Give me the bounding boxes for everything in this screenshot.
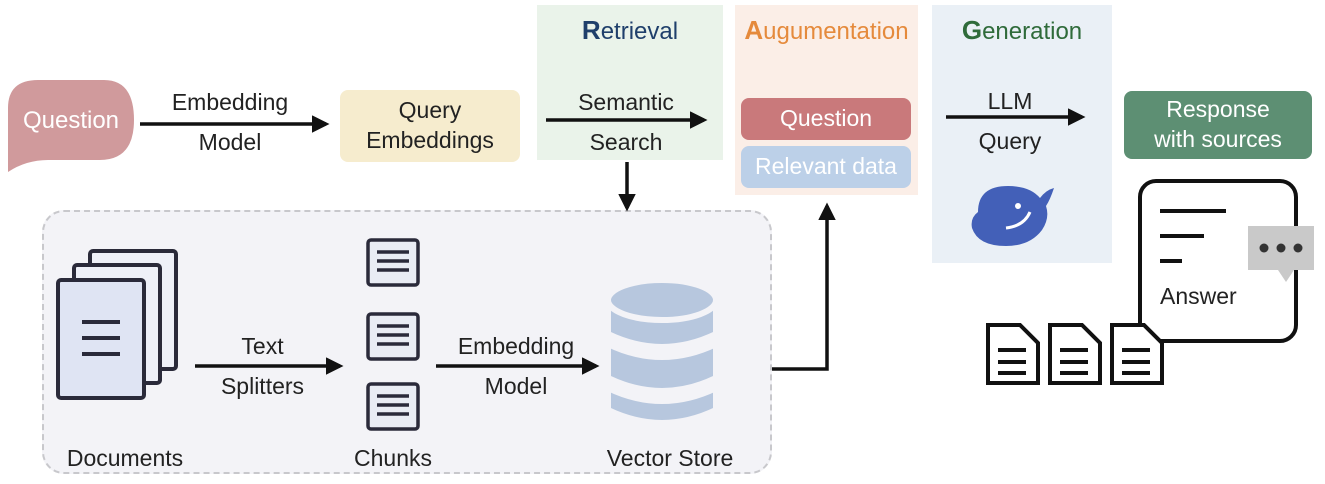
generation-rest: eneration — [982, 18, 1083, 45]
llm-query-label: LLM Query — [940, 87, 1080, 157]
text-splitters-line2: Splitters — [220, 372, 305, 399]
whale-icon — [971, 186, 1054, 246]
embedding-model-bottom-label: Embedding Model — [436, 332, 596, 402]
retrieval-initial: R — [581, 15, 601, 45]
embedding-model-bottom-line2: Model — [484, 372, 548, 399]
documents-stack-icon — [56, 249, 178, 400]
augmentation-initial: A — [744, 15, 764, 45]
embedding-model-top-label: Embedding Model — [150, 88, 310, 158]
llm-query-line2: Query — [978, 127, 1042, 154]
semantic-search-label: Semantic Search — [546, 88, 706, 158]
generation-initial: G — [961, 15, 983, 45]
augmentation-question-box: Question — [741, 98, 911, 140]
vector-store-label: Vector Store — [606, 445, 734, 471]
retrieval-rest: etrieval — [600, 18, 679, 45]
generation-title: Generation — [932, 15, 1112, 46]
text-splitters-line1: Text — [241, 333, 284, 359]
query-embeddings-line2: Embeddings — [366, 127, 494, 153]
semantic-search-line2: Search — [589, 128, 663, 155]
answer-label: Answer — [1160, 283, 1237, 309]
chunk-icon-1 — [366, 238, 420, 287]
chunks-label: Chunks — [354, 445, 432, 471]
embedding-model-top-line2: Model — [198, 128, 262, 155]
question-bubble — [8, 80, 134, 172]
retrieval-title: Retrieval — [537, 15, 723, 46]
arrow-vector-to-augmentation — [772, 202, 836, 371]
response-with-sources-box: Response with sources — [1124, 91, 1312, 159]
semantic-search-line1: Semantic — [578, 89, 674, 115]
embedding-model-top-line1: Embedding — [171, 89, 289, 115]
source-document-icon-1 — [986, 323, 1040, 385]
chunk-icon-2 — [366, 312, 420, 361]
source-document-icon-2 — [1048, 323, 1102, 385]
response-line1: Response — [1166, 96, 1270, 123]
query-embeddings-line1: Query — [398, 97, 462, 124]
augmentation-relevant-data-box: Relevant data — [741, 146, 911, 188]
retrieval-stage-panel — [537, 5, 723, 160]
augmentation-title: Augumentation — [735, 15, 918, 46]
embedding-model-bottom-line1: Embedding — [457, 333, 575, 359]
documents-label: Documents — [66, 445, 184, 471]
llm-query-line1: LLM — [987, 88, 1033, 114]
chat-dots-icon — [1248, 226, 1314, 282]
text-splitters-label: Text Splitters — [190, 332, 335, 402]
source-document-icon-3 — [1110, 323, 1164, 385]
vector-store-database-icon — [605, 277, 719, 426]
response-line2: with sources — [1154, 126, 1282, 152]
question-label: Question — [22, 107, 120, 134]
augmentation-rest: ugumentation — [763, 18, 909, 45]
chunk-icon-3 — [366, 382, 420, 431]
query-embeddings-box: Query Embeddings — [340, 90, 520, 162]
answer-card-lines — [1160, 209, 1226, 263]
